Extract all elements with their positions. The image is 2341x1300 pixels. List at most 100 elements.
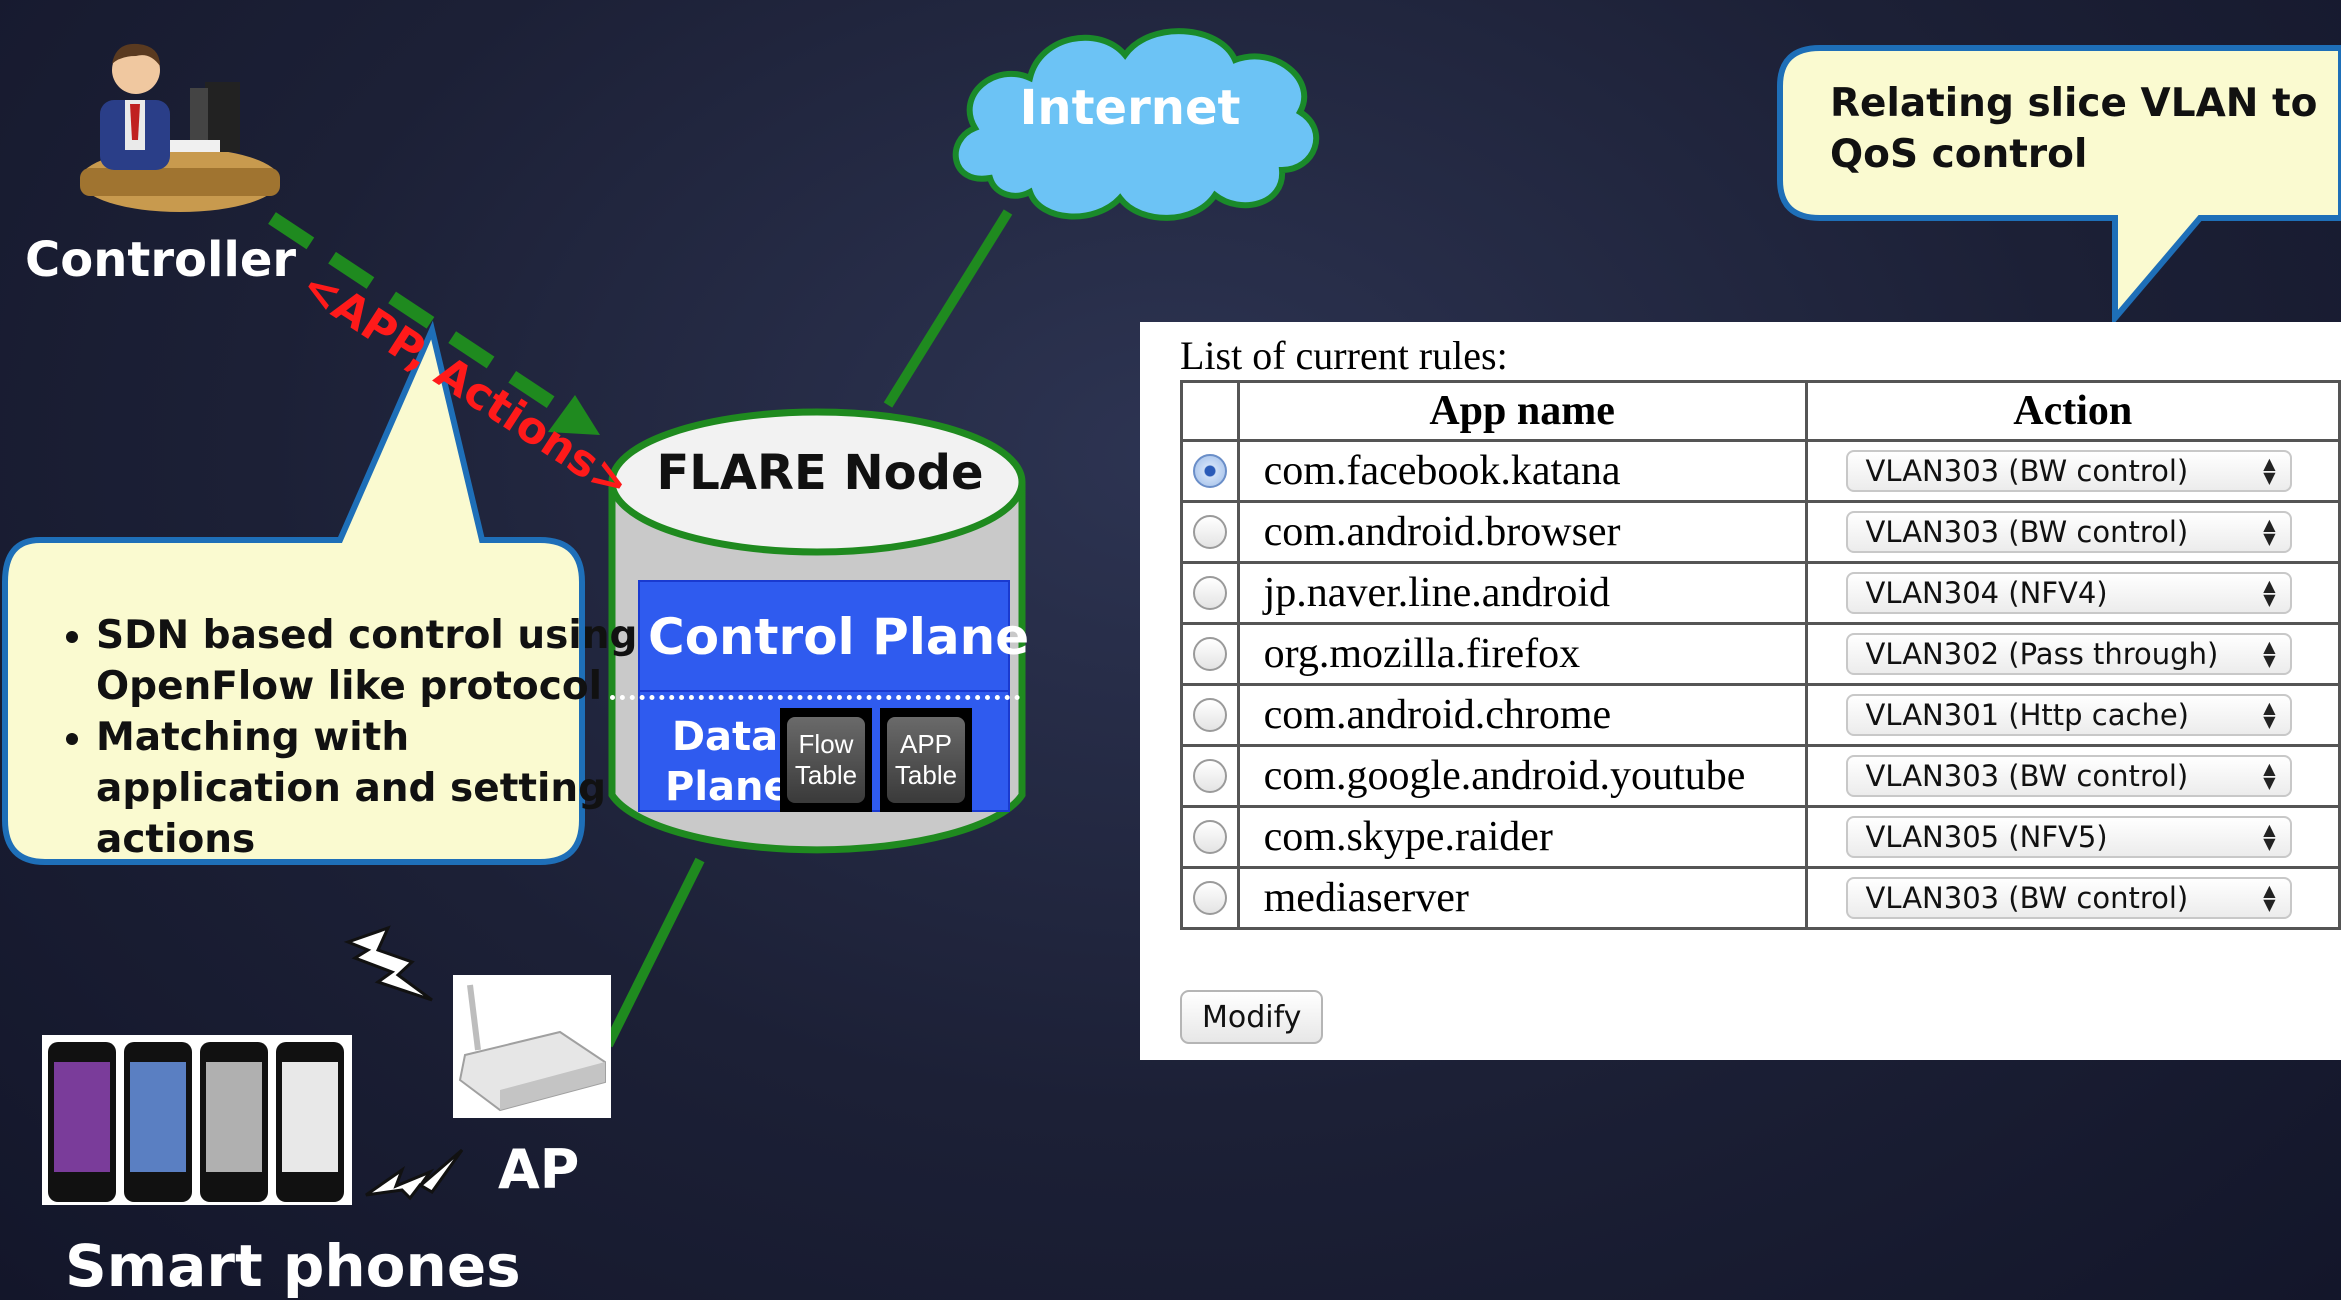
ap-link bbox=[603, 857, 705, 1048]
select-arrows-icon: ▲▼ bbox=[2263, 881, 2276, 914]
app-name-cell: com.android.browser bbox=[1236, 500, 1808, 564]
rule-radio-button[interactable] bbox=[1192, 515, 1227, 549]
internet-link bbox=[883, 209, 1013, 408]
controller-arrowhead bbox=[548, 395, 600, 435]
table-row: mediaserver VLAN303 (BW control) ▲▼ bbox=[1180, 866, 2341, 930]
action-select[interactable]: VLAN303 (BW control) ▲▼ bbox=[1845, 450, 2292, 492]
app-table-box: APP Table bbox=[880, 708, 972, 812]
rule-radio-button[interactable] bbox=[1192, 454, 1227, 488]
flare-node-title: FLARE Node bbox=[656, 445, 984, 501]
radio-cell bbox=[1180, 744, 1240, 808]
select-arrows-icon: ▲▼ bbox=[2263, 576, 2276, 609]
radio-cell bbox=[1180, 561, 1240, 625]
controller-label: Controller bbox=[25, 232, 297, 288]
lightning-icon bbox=[365, 1148, 464, 1201]
action-select[interactable]: VLAN302 (Pass through) ▲▼ bbox=[1845, 633, 2292, 675]
controller-person-icon bbox=[80, 43, 280, 212]
rule-radio-button[interactable] bbox=[1192, 698, 1227, 732]
select-arrows-icon: ▲▼ bbox=[2263, 698, 2276, 731]
callout-bullet: SDN based control using OpenFlow like pr… bbox=[96, 610, 651, 712]
ap-label: AP bbox=[498, 1138, 580, 1201]
action-select[interactable]: VLAN303 (BW control) ▲▼ bbox=[1845, 755, 2292, 797]
radio-column-header bbox=[1180, 380, 1240, 442]
action-select-value: VLAN304 (NFV4) bbox=[1865, 576, 2108, 610]
app-name-cell: com.google.android.youtube bbox=[1236, 744, 1808, 808]
action-select[interactable]: VLAN303 (BW control) ▲▼ bbox=[1845, 511, 2292, 553]
action-select-value: VLAN303 (BW control) bbox=[1865, 881, 2189, 915]
action-select-value: VLAN303 (BW control) bbox=[1865, 759, 2189, 793]
app-name-cell: jp.naver.line.android bbox=[1236, 561, 1808, 625]
radio-cell bbox=[1180, 500, 1240, 564]
rule-radio-button[interactable] bbox=[1192, 637, 1227, 671]
modify-button[interactable]: Modify bbox=[1180, 990, 1324, 1044]
table-row: org.mozilla.firefox VLAN302 (Pass through… bbox=[1180, 622, 2341, 686]
access-point-image bbox=[453, 975, 611, 1118]
action-cell: VLAN305 (NFV5) ▲▼ bbox=[1804, 805, 2341, 869]
radio-cell bbox=[1180, 439, 1240, 503]
action-select[interactable]: VLAN304 (NFV4) ▲▼ bbox=[1845, 572, 2292, 614]
data-plane-label: Data Plane bbox=[665, 714, 791, 810]
action-cell: VLAN304 (NFV4) ▲▼ bbox=[1804, 561, 2341, 625]
select-arrows-icon: ▲▼ bbox=[2263, 820, 2276, 853]
action-select-value: VLAN303 (BW control) bbox=[1865, 515, 2189, 549]
action-select[interactable]: VLAN301 (Http cache) ▲▼ bbox=[1845, 694, 2292, 736]
app-table-label: APP Table bbox=[887, 717, 965, 803]
action-select[interactable]: VLAN303 (BW control) ▲▼ bbox=[1845, 877, 2292, 919]
action-cell: VLAN303 (BW control) ▲▼ bbox=[1804, 744, 2341, 808]
smart-phones-image bbox=[42, 1035, 352, 1205]
table-row: com.skype.raider VLAN305 (NFV5) ▲▼ bbox=[1180, 805, 2341, 869]
left-callout-list: SDN based control using OpenFlow like pr… bbox=[40, 610, 651, 865]
table-row: com.facebook.katana VLAN303 (BW control) ▲… bbox=[1180, 439, 2341, 503]
rules-panel: List of current rules: App name Action c… bbox=[1140, 322, 2341, 1060]
action-select-value: VLAN303 (BW control) bbox=[1865, 454, 2189, 488]
controller-arrow bbox=[268, 212, 574, 421]
action-cell: VLAN302 (Pass through) ▲▼ bbox=[1804, 622, 2341, 686]
app-name-column-header: App name bbox=[1236, 380, 1808, 442]
radio-cell bbox=[1180, 805, 1240, 869]
internet-label: Internet bbox=[1019, 80, 1241, 136]
select-arrows-icon: ▲▼ bbox=[2263, 454, 2276, 487]
select-arrows-icon: ▲▼ bbox=[2263, 515, 2276, 548]
select-arrows-icon: ▲▼ bbox=[2263, 759, 2276, 792]
smart-phones-label: Smart phones bbox=[65, 1232, 521, 1300]
rules-title: List of current rules: bbox=[1180, 333, 1508, 378]
rule-radio-button[interactable] bbox=[1192, 759, 1227, 793]
flow-table-label: Flow Table bbox=[787, 717, 865, 803]
app-name-cell: org.mozilla.firefox bbox=[1236, 622, 1808, 686]
table-row: jp.naver.line.android VLAN304 (NFV4) ▲▼ bbox=[1180, 561, 2341, 625]
app-name-cell: com.skype.raider bbox=[1236, 805, 1808, 869]
radio-cell bbox=[1180, 683, 1240, 747]
internet-cloud bbox=[952, 28, 1320, 221]
action-cell: VLAN303 (BW control) ▲▼ bbox=[1804, 500, 2341, 564]
action-select-value: VLAN302 (Pass through) bbox=[1865, 637, 2219, 671]
rule-radio-button[interactable] bbox=[1192, 820, 1227, 854]
callout-bullet: Matching with application and setting ac… bbox=[96, 712, 651, 865]
action-select-value: VLAN301 (Http cache) bbox=[1865, 698, 2189, 732]
right-callout-text: Relating slice VLAN to QoS control bbox=[1830, 81, 2318, 177]
action-cell: VLAN303 (BW control) ▲▼ bbox=[1804, 866, 2341, 930]
app-name-cell: com.facebook.katana bbox=[1236, 439, 1808, 503]
left-callout-shape bbox=[1, 320, 585, 865]
table-row: com.android.browser VLAN303 (BW control) ▲… bbox=[1180, 500, 2341, 564]
select-arrows-icon: ▲▼ bbox=[2263, 637, 2276, 670]
action-select[interactable]: VLAN305 (NFV5) ▲▼ bbox=[1845, 816, 2292, 858]
table-header-row: App name Action bbox=[1180, 380, 2341, 442]
right-callout-shape bbox=[1777, 45, 2341, 327]
table-row: com.google.android.youtube VLAN303 (BW co… bbox=[1180, 744, 2341, 808]
action-select-value: VLAN305 (NFV5) bbox=[1865, 820, 2108, 854]
action-cell: VLAN301 (Http cache) ▲▼ bbox=[1804, 683, 2341, 747]
rule-radio-button[interactable] bbox=[1192, 576, 1227, 610]
app-name-cell: mediaserver bbox=[1236, 866, 1808, 930]
radio-cell bbox=[1180, 622, 1240, 686]
table-row: com.android.chrome VLAN301 (Http cache) ▲▼ bbox=[1180, 683, 2341, 747]
control-plane-label: Control Plane bbox=[648, 608, 1030, 666]
plane-divider bbox=[610, 695, 1020, 700]
control-plane-block bbox=[638, 580, 1010, 692]
action-cell: VLAN303 (BW control) ▲▼ bbox=[1804, 439, 2341, 503]
app-name-cell: com.android.chrome bbox=[1236, 683, 1808, 747]
radio-cell bbox=[1180, 866, 1240, 930]
rule-radio-button[interactable] bbox=[1192, 881, 1227, 915]
